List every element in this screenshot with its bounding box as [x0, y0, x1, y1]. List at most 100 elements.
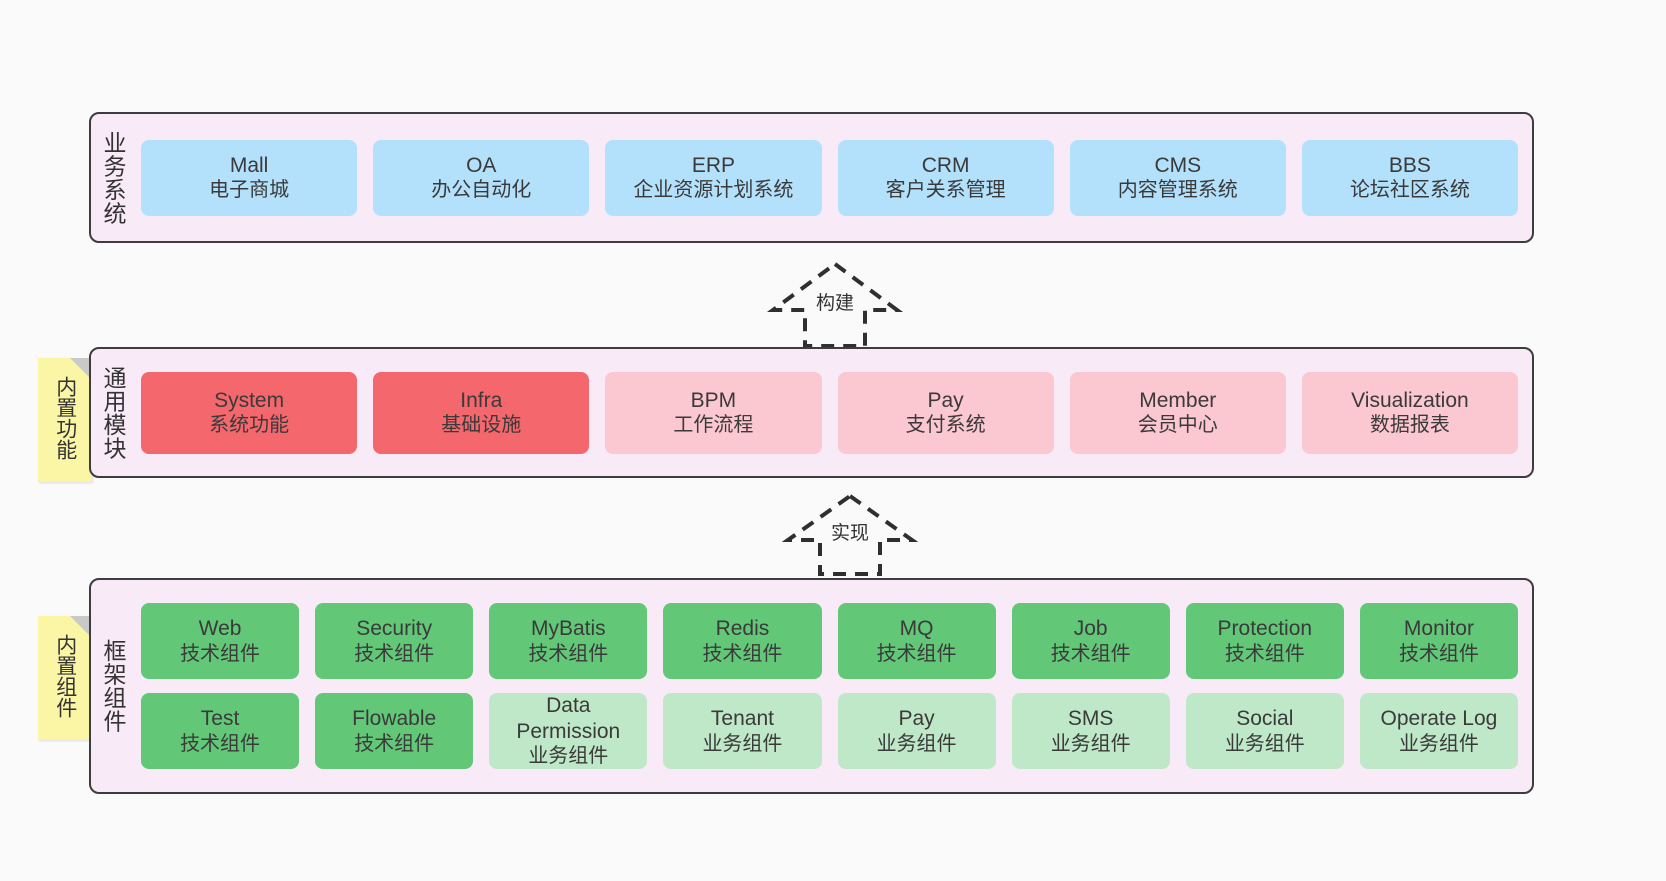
- node-protection[interactable]: Protection 技术组件: [1185, 603, 1344, 679]
- node-visualization-en: Visualization: [1351, 388, 1469, 412]
- node-test[interactable]: Test 技术组件: [141, 693, 300, 769]
- node-mq[interactable]: MQ 技术组件: [837, 603, 996, 679]
- node-pay-component-en: Pay: [898, 707, 935, 730]
- node-mq-en: MQ: [899, 617, 934, 640]
- node-erp-en: ERP: [691, 153, 736, 177]
- node-bbs-en: BBS: [1388, 153, 1431, 177]
- node-monitor-cn: 技术组件: [1398, 642, 1479, 665]
- node-security-cn: 技术组件: [354, 642, 435, 665]
- node-mybatis-cn: 技术组件: [528, 642, 609, 665]
- node-job-en: Job: [1073, 617, 1108, 640]
- node-visualization-cn: 数据报表: [1369, 414, 1450, 437]
- connector-build: 构建: [755, 258, 915, 350]
- node-mall[interactable]: Mall 电子商城: [141, 139, 358, 216]
- node-test-cn: 技术组件: [180, 732, 261, 755]
- node-oa[interactable]: OA 办公自动化: [373, 139, 590, 216]
- node-crm[interactable]: CRM 客户关系管理: [837, 139, 1054, 216]
- node-crm-en: CRM: [921, 153, 970, 177]
- node-cms[interactable]: CMS 内容管理系统: [1069, 139, 1286, 216]
- node-sms-en: SMS: [1067, 707, 1114, 730]
- node-job-cn: 技术组件: [1050, 642, 1131, 665]
- node-pay-component-cn: 业务组件: [876, 732, 957, 755]
- node-redis[interactable]: Redis 技术组件: [663, 603, 822, 679]
- note-fold-icon: [70, 616, 92, 638]
- node-visualization[interactable]: Visualization 数据报表: [1301, 371, 1519, 454]
- node-social-en: Social: [1236, 707, 1294, 730]
- node-pay-component[interactable]: Pay 业务组件: [837, 693, 996, 769]
- node-system-cn: 系统功能: [209, 414, 290, 437]
- node-mybatis[interactable]: MyBatis 技术组件: [489, 603, 648, 679]
- connector-build-label: 构建: [813, 288, 857, 315]
- node-tenant[interactable]: Tenant 业务组件: [663, 693, 822, 769]
- node-member-en: Member: [1139, 388, 1217, 412]
- node-data-permission-cn: 业务组件: [528, 745, 609, 768]
- node-test-en: Test: [200, 707, 240, 730]
- node-system-en: System: [214, 388, 285, 412]
- framework-row-technical: Web 技术组件 Security 技术组件 MyBatis 技术组件 Redi…: [141, 603, 1518, 679]
- node-operate-log-en: Operate Log: [1380, 707, 1498, 730]
- node-flowable-en: Flowable: [352, 707, 437, 730]
- node-infra-en: Infra: [460, 388, 503, 412]
- connector-build-arrow: [766, 261, 904, 348]
- node-mq-cn: 技术组件: [876, 642, 957, 665]
- layer-business-system[interactable]: 业务系统 Mall 电子商城 OA 办公自动化 ERP 企业资源计划系统 CRM…: [89, 112, 1534, 243]
- sticky-note-builtin-features-label: 内置功能: [53, 376, 77, 460]
- node-bpm-cn: 工作流程: [673, 414, 754, 437]
- node-erp-cn: 企业资源计划系统: [633, 179, 794, 202]
- node-protection-cn: 技术组件: [1224, 642, 1305, 665]
- node-bpm-en: BPM: [690, 388, 737, 412]
- layer-body-common-module: System 系统功能 Infra 基础设施 BPM 工作流程 Pay 支付系统…: [135, 349, 1532, 476]
- node-redis-en: Redis: [715, 617, 770, 640]
- node-bpm[interactable]: BPM 工作流程: [605, 371, 822, 454]
- layer-title-framework-component: 框架组件: [100, 639, 126, 733]
- node-data-permission[interactable]: Data Permission 业务组件: [489, 693, 648, 769]
- node-pay-module[interactable]: Pay 支付系统: [837, 371, 1054, 454]
- node-protection-en: Protection: [1217, 617, 1313, 640]
- node-crm-cn: 客户关系管理: [885, 179, 1006, 202]
- layer-body-business-system: Mall 电子商城 OA 办公自动化 ERP 企业资源计划系统 CRM 客户关系…: [135, 114, 1532, 241]
- node-pay-module-cn: 支付系统: [905, 414, 986, 437]
- node-bbs-cn: 论坛社区系统: [1349, 179, 1470, 202]
- node-web[interactable]: Web 技术组件: [141, 603, 300, 679]
- node-member-cn: 会员中心: [1137, 414, 1218, 437]
- node-security-en: Security: [356, 617, 433, 640]
- node-infra[interactable]: Infra 基础设施: [373, 371, 590, 454]
- node-tenant-en: Tenant: [710, 707, 774, 730]
- layer-framework-component[interactable]: 框架组件 Web 技术组件 Security 技术组件 MyBatis 技术组件…: [89, 578, 1534, 794]
- node-mybatis-en: MyBatis: [530, 617, 606, 640]
- node-cms-cn: 内容管理系统: [1117, 179, 1238, 202]
- node-infra-cn: 基础设施: [441, 414, 522, 437]
- sticky-note-builtin-components-label: 内置组件: [53, 634, 77, 718]
- node-redis-cn: 技术组件: [702, 642, 783, 665]
- node-flowable-cn: 技术组件: [354, 732, 435, 755]
- layer-common-module[interactable]: 通用模块 System 系统功能 Infra 基础设施 BPM 工作流程 Pay…: [89, 347, 1534, 478]
- node-system[interactable]: System 系统功能: [141, 371, 358, 454]
- node-monitor[interactable]: Monitor 技术组件: [1359, 603, 1518, 679]
- node-flowable[interactable]: Flowable 技术组件: [315, 693, 474, 769]
- node-pay-module-en: Pay: [927, 388, 964, 412]
- node-cms-en: CMS: [1154, 153, 1202, 177]
- node-oa-cn: 办公自动化: [431, 179, 532, 202]
- node-security[interactable]: Security 技术组件: [315, 603, 474, 679]
- node-social-cn: 业务组件: [1224, 732, 1305, 755]
- layer-body-framework-component: Web 技术组件 Security 技术组件 MyBatis 技术组件 Redi…: [135, 580, 1532, 792]
- node-member[interactable]: Member 会员中心: [1069, 371, 1286, 454]
- node-social[interactable]: Social 业务组件: [1185, 693, 1344, 769]
- layer-title-common-module: 通用模块: [100, 365, 126, 460]
- connector-implement-label: 实现: [828, 518, 872, 545]
- layer-title-business-system: 业务系统: [100, 130, 126, 225]
- node-bbs[interactable]: BBS 论坛社区系统: [1301, 139, 1519, 216]
- node-monitor-en: Monitor: [1403, 617, 1474, 640]
- node-sms[interactable]: SMS 业务组件: [1011, 693, 1170, 769]
- node-mall-cn: 电子商城: [209, 179, 290, 202]
- node-erp[interactable]: ERP 企业资源计划系统: [605, 139, 822, 216]
- sticky-note-builtin-components: 内置组件: [38, 616, 92, 740]
- sticky-note-builtin-features: 内置功能: [38, 358, 92, 482]
- node-job[interactable]: Job 技术组件: [1011, 603, 1170, 679]
- node-sms-cn: 业务组件: [1050, 732, 1131, 755]
- node-oa-en: OA: [466, 153, 497, 177]
- node-web-en: Web: [198, 617, 242, 640]
- node-operate-log[interactable]: Operate Log 业务组件: [1359, 693, 1518, 769]
- node-data-permission-en: Data Permission: [516, 694, 621, 743]
